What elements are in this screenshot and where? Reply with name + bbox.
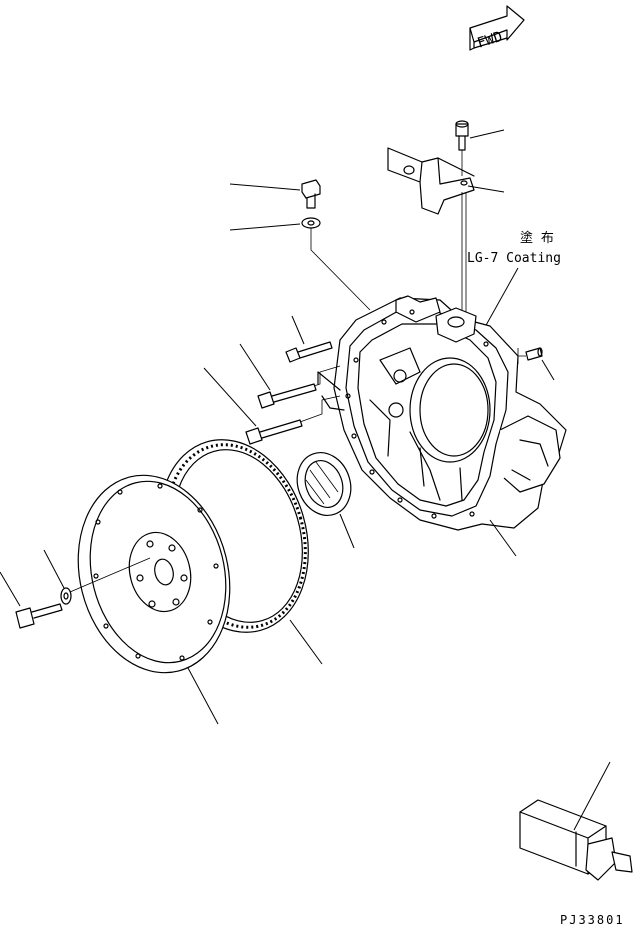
fwd-arrow-icon: FWD [469, 5, 525, 52]
housing-bolt-holes [345, 309, 489, 519]
washer-icon [43, 549, 72, 605]
coating-jp: 塗 布 [520, 230, 554, 246]
bracket-icon [387, 147, 505, 215]
bolt-icon [455, 120, 505, 151]
flywheel-icon [77, 474, 231, 725]
washer-icon [229, 217, 321, 231]
flywheel-housing-icon [317, 295, 567, 557]
bolt-icon [239, 343, 341, 409]
figure-code: PJ33801 [560, 913, 625, 927]
coating-en: LG-7 Coating [467, 251, 561, 266]
bolt-icon [229, 179, 321, 209]
flywheel-bolt-holes [93, 483, 219, 661]
bolt-icon [203, 367, 341, 445]
bolt-icon [0, 571, 63, 629]
dowel-pin-icon [517, 347, 555, 381]
bolt-icon [285, 315, 333, 363]
oil-seal-icon [296, 452, 355, 549]
alignment-tool-icon [519, 761, 633, 881]
fwd-label: FWD [475, 29, 504, 52]
